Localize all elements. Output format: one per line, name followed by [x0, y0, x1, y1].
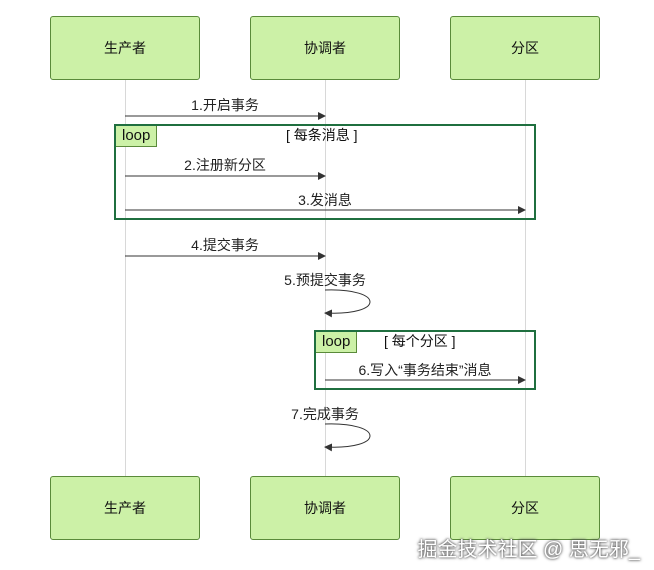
participant-producer-bottom: 生产者 [50, 476, 200, 540]
loop-frame-condition: [ 每条消息 ] [286, 127, 358, 143]
message-label-2: 2.注册新分区 [184, 157, 266, 173]
lifeline-coordinator [325, 80, 326, 478]
participant-coordinator-top: 协调者 [250, 16, 400, 80]
participant-partition-bottom: 分区 [450, 476, 600, 540]
participant-producer-top: 生产者 [50, 16, 200, 80]
message-label-3: 3.发消息 [298, 192, 352, 208]
lifeline-producer [125, 80, 126, 478]
loop-frame-condition: [ 每个分区 ] [384, 333, 456, 349]
message-label-7: 7.完成事务 [291, 406, 359, 422]
lifeline-partition [525, 80, 526, 478]
message-arrow-5-self [324, 289, 371, 318]
loop-frame-tag: loop [116, 126, 158, 147]
message-label-5: 5.预提交事务 [284, 272, 366, 288]
loop-frame-per-partition: loop [ 每个分区 ] [314, 330, 536, 390]
message-arrow-7-self [324, 423, 371, 452]
participant-coordinator-bottom: 协调者 [250, 476, 400, 540]
message-label-6: 6.写入“事务结束”消息 [358, 362, 492, 378]
loop-frame-tag: loop [316, 332, 358, 353]
loop-frame-per-message: loop [ 每条消息 ] [114, 124, 536, 220]
participant-partition-top: 分区 [450, 16, 600, 80]
watermark: 掘金技术社区 @ 思无邪_ [417, 539, 640, 561]
message-label-4: 4.提交事务 [191, 237, 259, 253]
message-label-1: 1.开启事务 [191, 97, 259, 113]
